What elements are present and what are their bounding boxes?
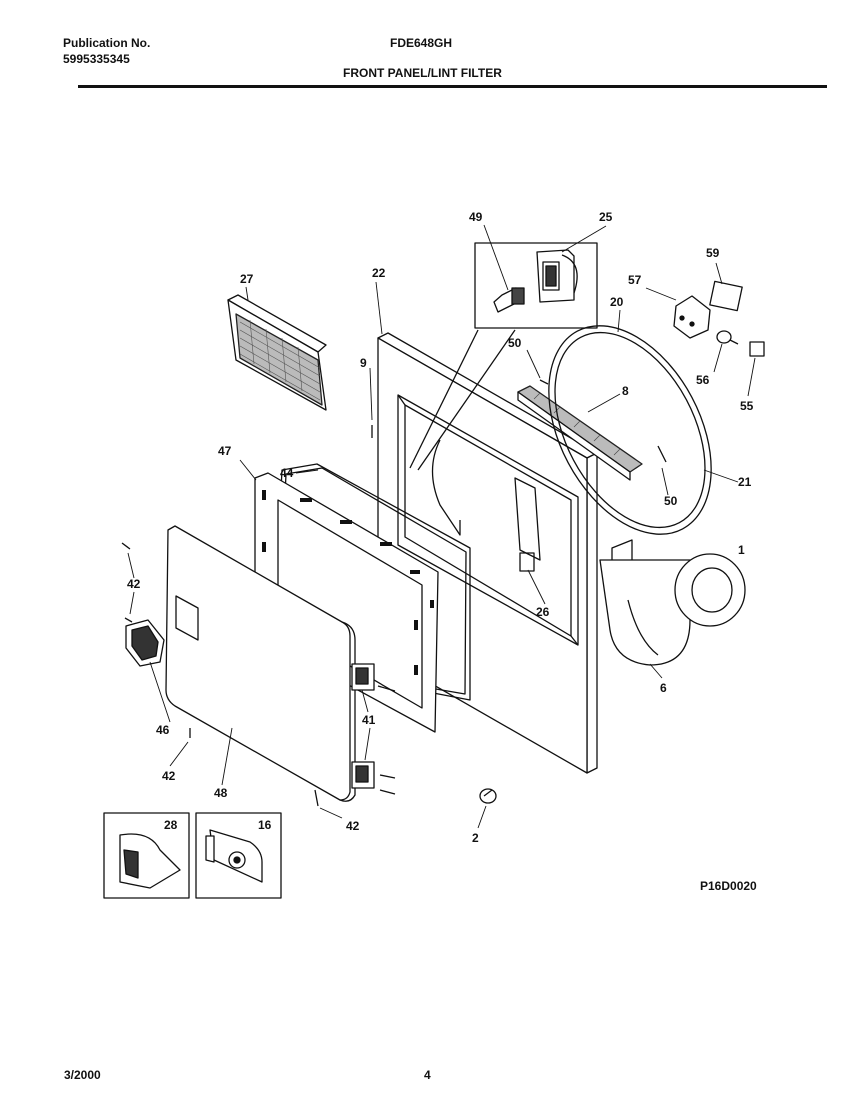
detail-box-16: [195, 812, 282, 899]
publication-label: Publication No.: [63, 36, 151, 50]
exhaust-duct-part: [599, 539, 746, 666]
callout-48: 48: [214, 786, 228, 800]
header-rule: [78, 85, 827, 88]
callout-49: 49: [469, 210, 483, 224]
callout-50-lower: 50: [664, 494, 678, 508]
callout-20: 20: [610, 295, 624, 309]
callout-9: 9: [360, 356, 367, 370]
switch-inset-box: [409, 242, 598, 471]
callout-44: 44: [280, 466, 294, 480]
callout-28-box: 28: [164, 818, 178, 832]
callout-50-upper: 50: [508, 336, 522, 350]
callout-59: 59: [706, 246, 720, 260]
callout-25: 25: [599, 210, 613, 224]
callout-42-bottom: 42: [346, 819, 360, 833]
grille-part: [517, 385, 643, 481]
callout-6: 6: [660, 681, 667, 695]
callout-46: 46: [156, 723, 170, 737]
footer-date: 3/2000: [64, 1068, 101, 1082]
callout-26: 26: [536, 605, 550, 619]
timer-switch-parts: [673, 280, 765, 357]
model-number: FDE648GH: [390, 36, 453, 50]
door-hinges-part: [351, 663, 396, 795]
footer-page-number: 4: [424, 1068, 431, 1082]
callout-56: 56: [696, 373, 710, 387]
callout-27: 27: [240, 272, 254, 286]
door-handle-part: [125, 619, 165, 667]
callout-42-bottom-left: 42: [162, 769, 176, 783]
outer-door-part: [165, 525, 356, 802]
callout-47: 47: [218, 444, 232, 458]
detail-box-28: [103, 812, 190, 899]
section-title: FRONT PANEL/LINT FILTER: [343, 66, 502, 80]
leader-lines: [127, 224, 756, 829]
callout-21: 21: [738, 475, 752, 489]
callout-1: 1: [738, 543, 745, 557]
callout-41: 41: [362, 713, 376, 727]
publication-number: 5995335345: [63, 52, 130, 66]
callout-22: 22: [372, 266, 386, 280]
callout-8: 8: [622, 384, 629, 398]
lint-filter-part: [227, 294, 327, 411]
callout-2: 2: [472, 831, 479, 845]
leveling-foot-part: [479, 788, 497, 804]
screws: [121, 379, 667, 807]
drum-seal-part: [548, 325, 712, 535]
diagram-code: P16D0020: [700, 879, 757, 893]
callout-16: 16: [258, 818, 272, 832]
callout-57: 57: [628, 273, 642, 287]
callout-55: 55: [740, 399, 754, 413]
callout-42-left: 42: [127, 577, 141, 591]
callout-labels: 27 22 49 25 59 57 20 9 50 8 56 55 47 44 …: [127, 210, 757, 893]
